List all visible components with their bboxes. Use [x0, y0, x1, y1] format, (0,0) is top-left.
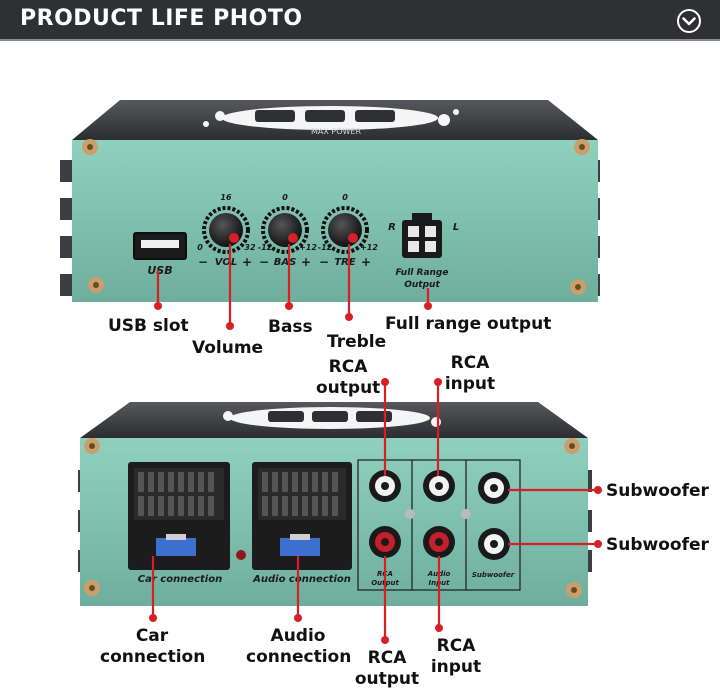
audio-connection-panel-label: Audio connection	[252, 574, 351, 585]
callout-car-connection: Car connection	[100, 626, 206, 667]
treble-knob-icon	[321, 206, 369, 254]
svg-text:+: +	[361, 255, 371, 269]
chevron-down-circle-icon[interactable]	[676, 8, 702, 34]
rca-input-jack-icon	[423, 526, 455, 558]
svg-text:16: 16	[220, 193, 232, 202]
callout-audio-connection: Audio connection	[246, 626, 352, 667]
svg-text:0: 0	[197, 243, 203, 252]
svg-text:Subwoofer: Subwoofer	[472, 571, 515, 579]
callout-rca-input-bottom: RCA input	[430, 636, 482, 677]
svg-text:−: −	[198, 255, 208, 269]
callout-subwoofer-top: Subwoofer	[606, 481, 709, 501]
header-bar: PRODUCT LIFE PHOTO	[0, 0, 720, 39]
callout-treble: Treble	[327, 332, 387, 352]
svg-text:0: 0	[282, 193, 288, 202]
bas-panel-label: BAS	[274, 257, 297, 268]
callout-rca-output-bottom: RCA output	[354, 648, 420, 689]
callout-lines	[149, 244, 602, 644]
usb-panel-label: USB	[147, 264, 172, 277]
svg-text:+: +	[242, 255, 252, 269]
rear-device: Car connection Audio connection RCA Outp…	[78, 402, 592, 606]
volume-knob-icon	[202, 206, 250, 254]
callout-bass: Bass	[268, 317, 313, 337]
callout-rca-output-top: RCA output	[316, 357, 381, 398]
logo-subtext: MAX POWER	[311, 127, 361, 136]
car-connector-icon	[128, 462, 230, 570]
rca-input-jack-icon	[423, 470, 455, 502]
header-divider	[0, 39, 720, 41]
callout-volume: Volume	[192, 338, 264, 358]
page-title: PRODUCT LIFE PHOTO	[20, 6, 303, 31]
svg-text:-12: -12	[258, 243, 273, 252]
product-photo: MAX POWER USB 16 0 32 VOL − +	[60, 100, 602, 644]
svg-text:+12: +12	[299, 243, 317, 252]
led-indicator-icon	[236, 550, 246, 560]
subwoofer-jack-icon	[478, 528, 510, 560]
svg-text:0: 0	[342, 193, 348, 202]
svg-text:+: +	[301, 255, 311, 269]
svg-text:-12: -12	[318, 243, 333, 252]
svg-text:R: R	[388, 222, 396, 233]
callout-full-range-output: Full range output	[385, 314, 552, 334]
callout-subwoofer-bottom: Subwoofer	[606, 535, 709, 555]
subwoofer-jack-icon	[478, 472, 510, 504]
svg-text:−: −	[259, 255, 269, 269]
tre-panel-label: TRE	[334, 257, 356, 268]
output-connector-icon	[402, 220, 442, 258]
vol-panel-label: VOL	[215, 257, 237, 268]
audio-connector-icon	[252, 462, 352, 570]
svg-text:32: 32	[244, 243, 256, 252]
bass-knob-icon	[261, 206, 309, 254]
screw-icon	[82, 139, 590, 295]
rca-output-jack-icon	[369, 470, 401, 502]
svg-text:Output: Output	[404, 280, 440, 290]
svg-text:+12: +12	[360, 243, 378, 252]
callout-usb-slot: USB slot	[108, 316, 189, 336]
rca-output-jack-icon	[369, 526, 401, 558]
svg-text:−: −	[319, 255, 329, 269]
car-connection-panel-label: Car connection	[138, 574, 222, 585]
svg-text:L: L	[453, 222, 459, 233]
svg-text:Full Range: Full Range	[396, 268, 449, 278]
callout-rca-input-top: RCA input	[444, 353, 496, 394]
front-device: MAX POWER USB 16 0 32 VOL − +	[60, 100, 600, 302]
